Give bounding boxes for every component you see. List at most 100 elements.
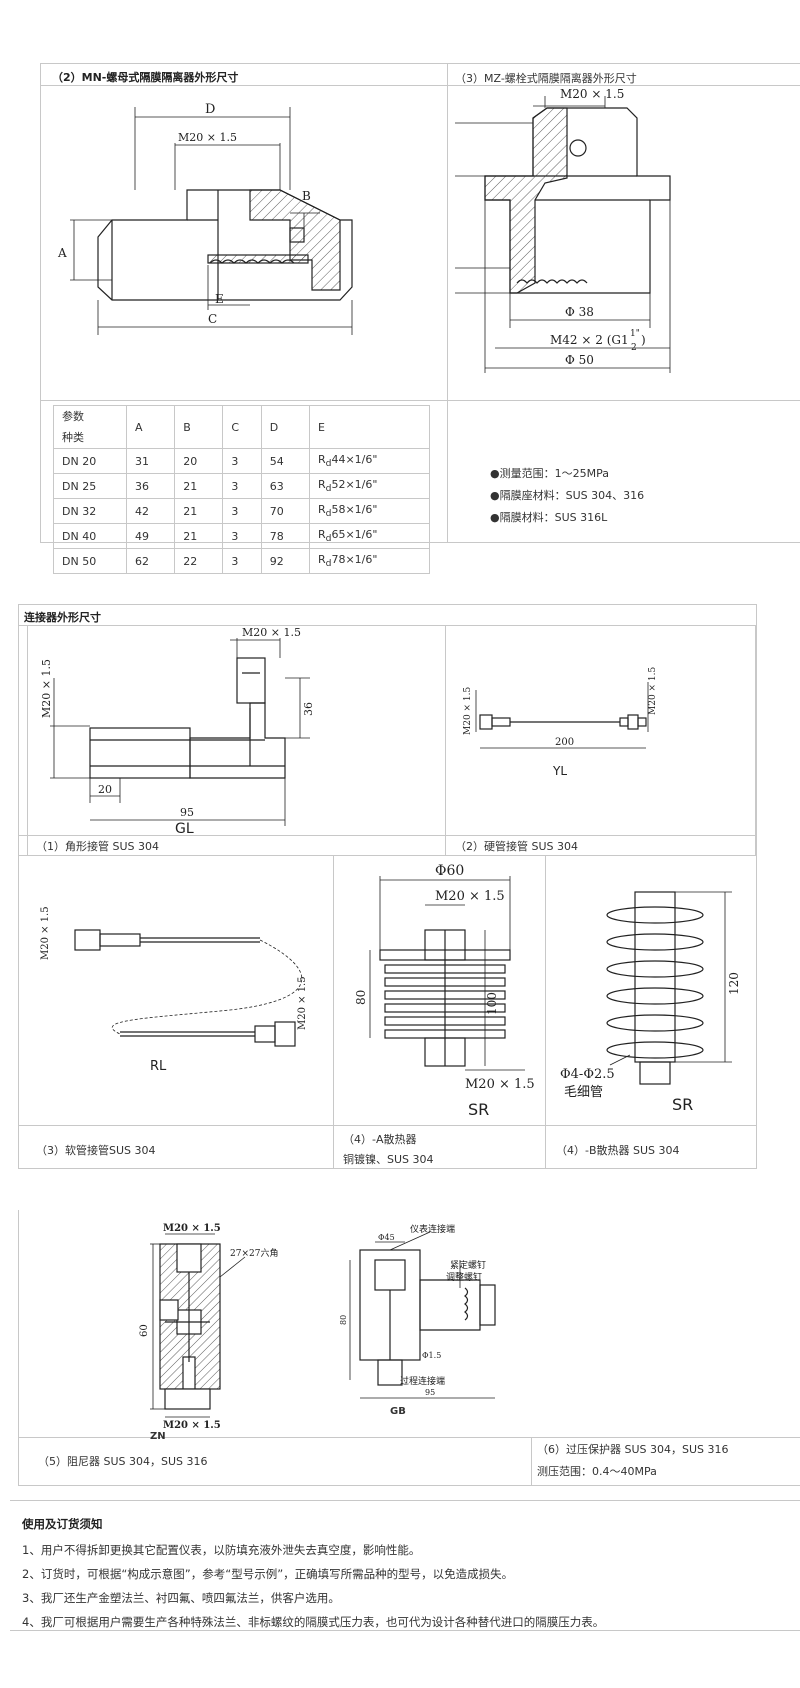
- cell-e: Rd52×1/6": [309, 473, 430, 499]
- cell-d: 70: [260, 498, 311, 524]
- gl-label-20: 20: [98, 783, 112, 796]
- gb-caption-1: （6）过压保护器 SUS 304，SUS 316: [537, 1443, 729, 1456]
- cell-kind: DN 50: [53, 548, 127, 574]
- header-param: 参数: [62, 410, 84, 423]
- cell-a: 62: [125, 548, 176, 574]
- cell-d: 63: [260, 473, 311, 499]
- table-row: DN 25 36 21 3 63 Rd52×1/6": [53, 473, 430, 499]
- mn-label-b: B: [302, 189, 311, 203]
- mz-label-phi50: Φ 50: [565, 353, 594, 367]
- col-header-e: E: [309, 405, 430, 449]
- cell-c: 3: [222, 448, 262, 474]
- cell-b: 22: [174, 548, 224, 574]
- cell-a: 36: [125, 473, 176, 499]
- gb-label-80: 80: [339, 1315, 348, 1325]
- e-prefix: R: [318, 552, 326, 566]
- gb-label-phi45: Φ45: [378, 1233, 395, 1242]
- zn-label-m-top: M20 × 1.5: [163, 1223, 221, 1234]
- zn-label-60: 60: [139, 1324, 150, 1337]
- gb-label-95: 95: [425, 1388, 435, 1397]
- zn-label: ZN: [150, 1431, 166, 1442]
- gb-label-screw1: 紧定螺钉: [450, 1259, 486, 1271]
- gl-label-36: 36: [302, 702, 315, 716]
- yl-label-m-right: M20 × 1.5: [648, 666, 658, 715]
- cell-d: 54: [260, 448, 311, 474]
- sr-a-label-m-top: M20 × 1.5: [435, 889, 505, 904]
- mn-label-d: D: [205, 102, 215, 117]
- rl-label-m-left: M20 × 1.5: [40, 906, 51, 960]
- header-kind: 种类: [62, 431, 84, 444]
- sr-a-label-m-bottom: M20 × 1.5: [465, 1077, 535, 1092]
- zn-caption: （5）阻尼器 SUS 304，SUS 316: [38, 1455, 208, 1468]
- e-rest: 52×1/6": [331, 477, 378, 491]
- yl-label-200: 200: [555, 737, 574, 748]
- gl-label-m-top: M20 × 1.5: [242, 628, 301, 639]
- spec-seat-material: ●隔膜座材料：SUS 304、316: [490, 489, 645, 502]
- cell-a: 49: [125, 523, 176, 549]
- e-sub: d: [325, 483, 332, 495]
- gb-label-screw2: 调整螺钉: [446, 1271, 482, 1283]
- e-prefix: R: [318, 527, 326, 541]
- yl-label: YL: [552, 764, 567, 778]
- col-header-c: C: [222, 405, 262, 449]
- sr-a-label-80: 80: [354, 990, 368, 1005]
- mn-section-title: （2）MN-螺母式隔膜隔离器外形尺寸: [52, 71, 239, 84]
- cell-d: 78: [260, 523, 311, 549]
- e-prefix: R: [318, 477, 326, 491]
- gb-label-meter: 仪表连接端: [410, 1223, 455, 1235]
- table-row: DN 50 62 22 3 92 Rd78×1/6": [53, 548, 430, 574]
- mn-label-a: A: [57, 246, 67, 260]
- table-row: DN 32 42 21 3 70 Rd58×1/6": [53, 498, 430, 524]
- e-sub: d: [325, 533, 332, 545]
- gb-caption-2: 测压范围：0.4～40MPa: [537, 1465, 657, 1478]
- table-row: DN 40 49 21 3 78 Rd65×1/6": [53, 523, 430, 549]
- sr-a-caption-2: 铜镀镍、SUS 304: [343, 1153, 434, 1166]
- sr-b-caption: （4）-B散热器 SUS 304: [556, 1144, 680, 1157]
- gl-label: GL: [175, 821, 194, 833]
- rl-label-m-right: M20 × 1.5: [297, 976, 308, 1030]
- cell-kind: DN 25: [53, 473, 127, 499]
- note-item: 3、我厂还生产金塑法兰、衬四氟、喷四氟法兰，供客户选用。: [22, 1591, 340, 1605]
- sr-b-drawing: 120 Φ4-Φ2.5 毛细管 SR: [560, 891, 741, 1114]
- zn-label-hex: 27×27六角: [230, 1247, 278, 1259]
- sr-b-label-capillary: 毛细管: [564, 1085, 603, 1100]
- sr-a-label-phi60: Φ60: [435, 863, 464, 879]
- mn-label-e: E: [215, 292, 224, 306]
- gb-drawing: 仪表连接端 Φ45 紧定螺钉 调整螺钉 80 Φ1.5 过程连接端 95: [339, 1223, 496, 1399]
- cell-e: Rd65×1/6": [309, 523, 430, 549]
- sr-a-caption-1: （4）-A散热器: [343, 1133, 417, 1146]
- e-sub: d: [325, 558, 332, 570]
- cell-c: 3: [222, 523, 262, 549]
- mz-label-phi38: Φ 38: [565, 305, 594, 319]
- mz-label-m42: M42 × 2 (G1: [550, 333, 629, 347]
- mz-label-frac-den: 2: [631, 343, 637, 353]
- cell-c: 3: [222, 473, 262, 499]
- note-item: 1、用户不得拆卸更换其它配置仪表，以防填充液外泄失去真空度，影响性能。: [22, 1543, 421, 1557]
- mz-label-close: ): [641, 333, 646, 347]
- sr-a-label: SR: [468, 1100, 489, 1119]
- rl-label: RL: [150, 1059, 167, 1074]
- col-header-b: B: [174, 405, 224, 449]
- gl-label-95: 95: [180, 806, 194, 819]
- sr-a-label-100: 100: [485, 992, 499, 1015]
- spec-diaphragm-material: ●隔膜材料：SUS 316L: [490, 511, 608, 524]
- cell-c: 3: [222, 548, 262, 574]
- table-header-kind: 参数 种类: [53, 405, 127, 449]
- sr-b-label-phi: Φ4-Φ2.5: [560, 1067, 615, 1082]
- table-row: DN 20 31 20 3 54 Rd44×1/6": [53, 448, 430, 474]
- yl-label-m-left: M20 × 1.5: [463, 686, 473, 735]
- sr-b-label-120: 120: [727, 972, 741, 995]
- spec-table: 参数 种类 A B C D E DN 20 31 20 3 54 Rd44×1/…: [53, 405, 430, 574]
- sr-b-label: SR: [672, 1095, 693, 1114]
- yl-caption: （2）硬管接管 SUS 304: [455, 840, 579, 853]
- col-header-d: D: [260, 405, 311, 449]
- gb-label: GB: [390, 1406, 406, 1417]
- col-header-a: A: [125, 405, 176, 449]
- e-sub: d: [325, 458, 332, 470]
- gb-label-phi15: Φ1.5: [422, 1351, 441, 1360]
- cell-e: Rd58×1/6": [309, 498, 430, 524]
- cell-kind: DN 20: [53, 448, 127, 474]
- cell-kind: DN 40: [53, 523, 127, 549]
- zn-drawing: M20 × 1.5 27×27六角 60 M20 × 1.5: [139, 1223, 278, 1431]
- mz-drawing: M20 × 1.5 19 20 5 Φ 38 M42 × 2 (G1 1" 2 …: [455, 88, 671, 373]
